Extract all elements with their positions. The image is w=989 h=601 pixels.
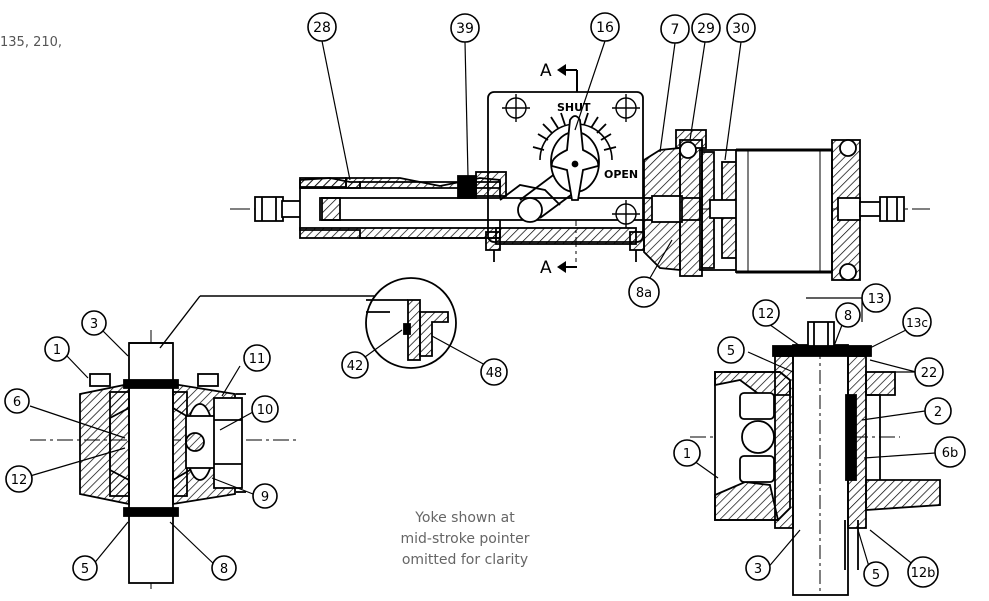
balloon-7: 7 xyxy=(660,14,690,44)
balloon-48: 48 xyxy=(480,358,508,386)
balloon-5-right: 5 xyxy=(717,336,745,364)
balloon-3-right: 3 xyxy=(745,555,771,581)
balloon-8a: 8a xyxy=(628,276,660,308)
svg-text:9: 9 xyxy=(261,490,269,505)
svg-text:29: 29 xyxy=(697,21,715,37)
svg-text:39: 39 xyxy=(456,21,474,37)
balloon-10: 10 xyxy=(251,395,279,423)
svg-text:8: 8 xyxy=(220,562,228,577)
svg-text:A: A xyxy=(540,258,552,278)
shut-label: SHUT xyxy=(557,101,591,114)
balloon-39: 39 xyxy=(450,13,480,43)
svg-text:3: 3 xyxy=(754,562,762,577)
balloon-16: 16 xyxy=(590,12,620,42)
section-arrow-top: A xyxy=(540,61,578,92)
balloon-9: 9 xyxy=(252,483,278,509)
svg-text:1: 1 xyxy=(53,343,61,358)
balloon-6: 6 xyxy=(4,388,30,414)
clipped-note: 135, 210, xyxy=(0,35,63,50)
balloon-13c: 13c xyxy=(902,307,932,337)
svg-text:30: 30 xyxy=(732,21,750,37)
balloon-1-right: 1 xyxy=(673,439,701,467)
svg-text:5: 5 xyxy=(81,562,89,577)
svg-text:48: 48 xyxy=(486,366,503,381)
balloon-3-left: 3 xyxy=(81,310,107,336)
svg-text:28: 28 xyxy=(313,20,331,36)
svg-text:8a: 8a xyxy=(636,286,652,301)
detail-circle xyxy=(159,277,457,369)
caption-line-3: omitted for clarity xyxy=(401,552,529,568)
leader-lines xyxy=(29,40,936,571)
section-arrow-bottom: A xyxy=(540,258,577,278)
balloon-5-left: 5 xyxy=(72,555,98,581)
balloon-22: 22 xyxy=(914,357,944,387)
balloon-5-right-bottom: 5 xyxy=(863,561,889,587)
caption-line-1: Yoke shown at xyxy=(415,510,515,526)
svg-text:7: 7 xyxy=(671,22,680,38)
svg-text:12b: 12b xyxy=(911,566,936,581)
svg-text:11: 11 xyxy=(249,352,266,367)
svg-text:6b: 6b xyxy=(942,446,959,461)
balloon-12-left: 12 xyxy=(5,465,33,493)
svg-text:13: 13 xyxy=(868,292,885,307)
svg-text:2: 2 xyxy=(934,405,942,420)
svg-text:12: 12 xyxy=(758,307,775,322)
balloon-12-right: 12 xyxy=(752,299,780,327)
balloon-13: 13 xyxy=(861,283,891,313)
svg-text:A: A xyxy=(540,61,552,81)
right-section-view xyxy=(690,321,941,596)
svg-text:3: 3 xyxy=(90,317,98,332)
svg-text:8: 8 xyxy=(844,309,852,324)
balloon-11: 11 xyxy=(243,344,271,372)
balloon-8-right: 8 xyxy=(835,302,861,328)
caption-line-2: mid-stroke pointer xyxy=(400,531,530,547)
svg-text:1: 1 xyxy=(683,447,691,462)
balloon-28: 28 xyxy=(307,12,337,42)
actuator-assembly xyxy=(230,91,930,281)
open-label: OPEN xyxy=(604,168,638,181)
svg-text:16: 16 xyxy=(596,20,614,36)
caption-note: Yoke shown at mid-stroke pointer omitted… xyxy=(360,508,570,571)
balloon-8-left: 8 xyxy=(211,555,237,581)
balloon-12b: 12b xyxy=(907,556,939,588)
svg-text:6: 6 xyxy=(13,395,21,410)
svg-text:13c: 13c xyxy=(906,316,928,330)
svg-text:42: 42 xyxy=(347,359,364,374)
svg-text:10: 10 xyxy=(257,403,274,418)
left-valve-view xyxy=(30,330,300,590)
balloon-1-left: 1 xyxy=(44,336,70,362)
svg-text:5: 5 xyxy=(872,568,880,583)
svg-text:5: 5 xyxy=(727,344,735,359)
balloon-42: 42 xyxy=(341,351,369,379)
balloon-2: 2 xyxy=(924,397,952,425)
balloon-30: 30 xyxy=(726,13,756,43)
balloon-29: 29 xyxy=(691,13,721,43)
balloon-6b: 6b xyxy=(934,436,966,468)
svg-text:12: 12 xyxy=(11,473,28,488)
svg-text:22: 22 xyxy=(921,366,938,381)
